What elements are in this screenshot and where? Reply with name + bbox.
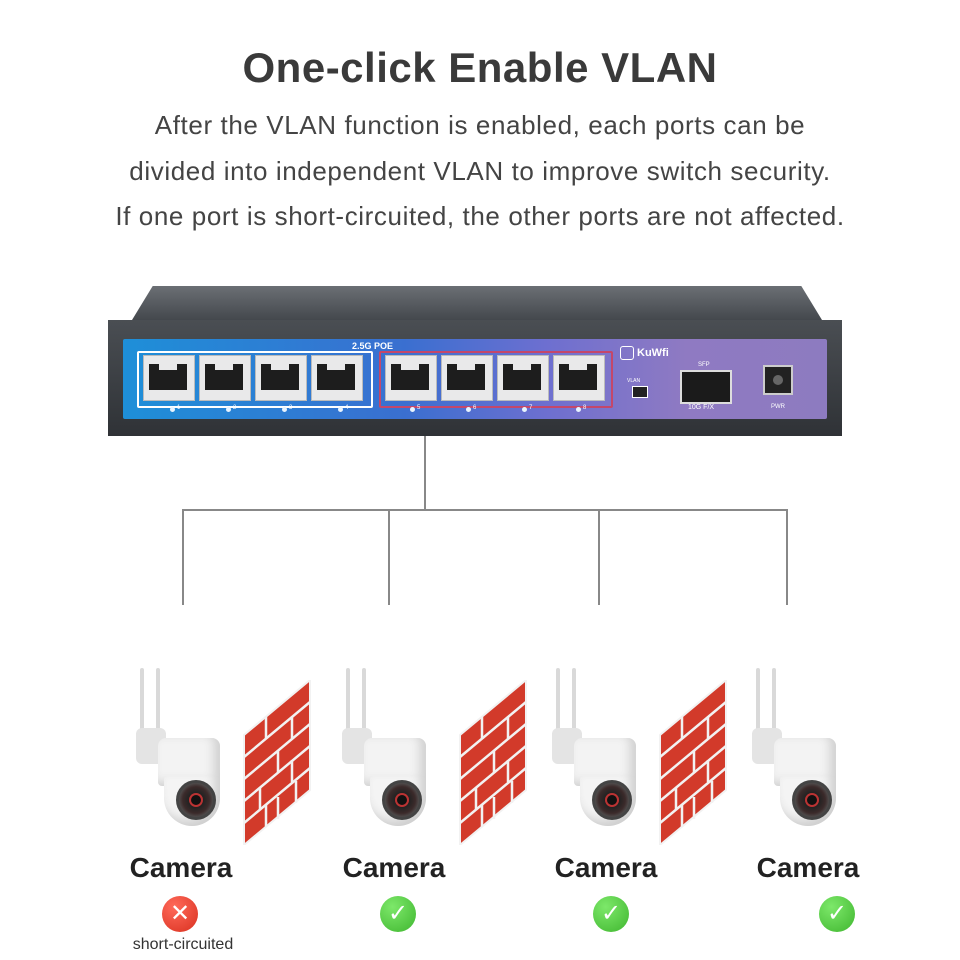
firewall-icon-1 [243, 680, 311, 845]
port-led-7 [522, 407, 527, 412]
rj45-port-4 [311, 355, 363, 401]
drop-wire-4 [786, 509, 788, 605]
rj45-port-8 [553, 355, 605, 401]
port-led-1 [170, 407, 175, 412]
rj45-port-5 [385, 355, 437, 401]
camera-label-2: Camera [342, 852, 446, 883]
port-number-8: 8 [583, 405, 587, 411]
rj45-port-2 [199, 355, 251, 401]
port-led-5 [410, 407, 415, 412]
page-title: One-click Enable VLAN [242, 44, 718, 91]
drop-wire-2 [388, 509, 390, 605]
description-line-3: If one port is short-circuited, the othe… [115, 201, 845, 231]
rj45-port-7 [497, 355, 549, 401]
port-led-3 [282, 407, 287, 412]
port-number-3: 3 [289, 405, 293, 411]
camera-icon-2 [338, 668, 434, 828]
port-led-2 [226, 407, 231, 412]
camera-label-4: Camera [756, 852, 860, 883]
description-line-2: divided into independent VLAN to improve… [129, 156, 831, 186]
check-icon: ✓ [819, 896, 855, 932]
port-number-6: 6 [473, 405, 477, 411]
power-jack [763, 365, 793, 395]
trunk-wire [424, 436, 426, 510]
brand-icon [620, 346, 634, 360]
sfp-port [680, 370, 732, 404]
camera-icon-1 [132, 668, 228, 828]
camera-label-1: Camera [129, 852, 233, 883]
sfp-label: SFP [698, 362, 710, 368]
check-icon: ✓ [593, 896, 629, 932]
port-group-vlan-b [379, 351, 613, 408]
sfp-speed-label: 10G F/X [688, 404, 715, 411]
rj45-port-6 [441, 355, 493, 401]
drop-wire-1 [182, 509, 184, 605]
brand-logo: KuWfi [620, 346, 669, 360]
check-icon: ✓ [380, 896, 416, 932]
firewall-icon-3 [659, 680, 727, 845]
port-number-5: 5 [417, 405, 421, 411]
distribution-wire [182, 509, 788, 511]
switch-top-cover [132, 286, 822, 320]
power-label: PWR [771, 404, 785, 410]
port-number-4: 4 [345, 405, 349, 411]
port-number-1: 1 [177, 405, 181, 411]
poe-label: 2.5G POE [352, 341, 394, 351]
camera-icon-4 [748, 668, 844, 828]
drop-wire-3 [598, 509, 600, 605]
rj45-port-1 [143, 355, 195, 401]
port-led-4 [338, 407, 343, 412]
port-led-8 [576, 407, 581, 412]
vlan-switch-label: VLAN [627, 378, 641, 384]
x-icon: ✕ [162, 896, 198, 932]
port-group-vlan-a [137, 351, 373, 408]
rj45-port-3 [255, 355, 307, 401]
port-number-2: 2 [233, 405, 237, 411]
vlan-dip-switch[interactable] [632, 386, 648, 398]
description-line-1: After the VLAN function is enabled, each… [154, 110, 806, 140]
port-number-7: 7 [529, 405, 533, 411]
firewall-icon-2 [459, 680, 527, 845]
camera-label-3: Camera [554, 852, 658, 883]
status-text-short-circuited: short-circuited [132, 936, 234, 953]
port-led-6 [466, 407, 471, 412]
brand-name: KuWfi [637, 346, 669, 359]
camera-icon-3 [548, 668, 644, 828]
